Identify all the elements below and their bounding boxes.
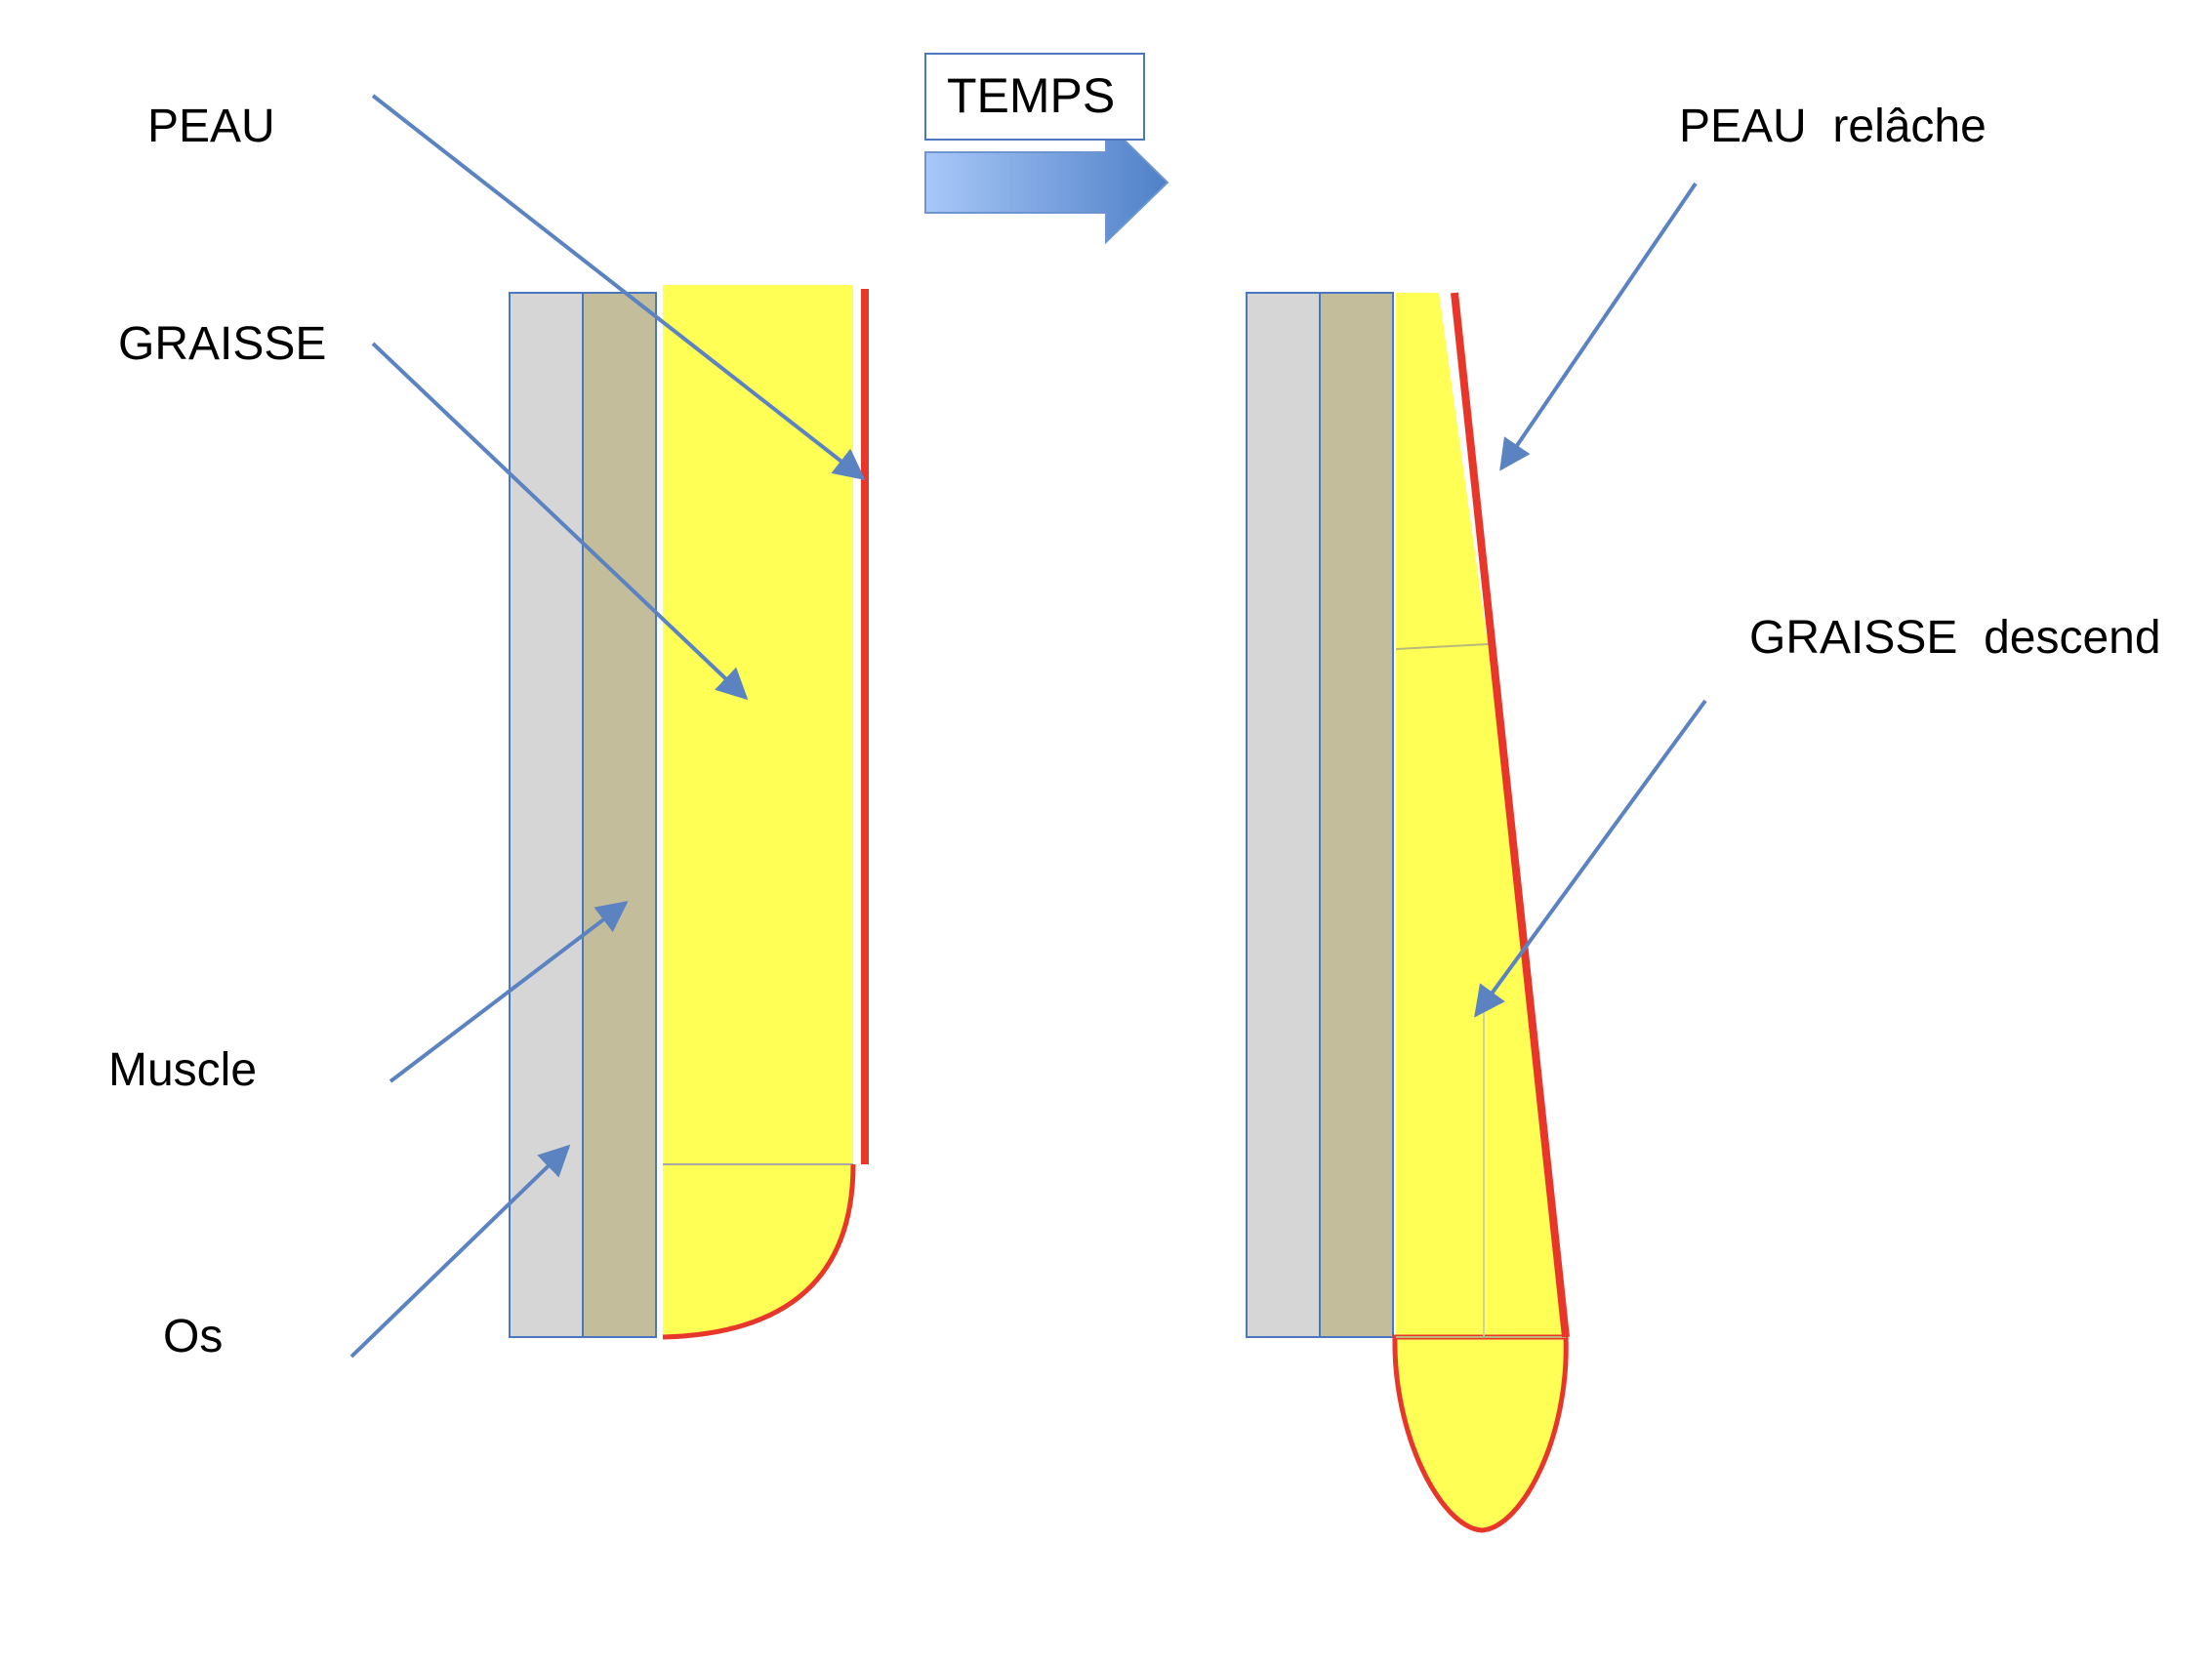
temps-arrow-icon (924, 119, 1169, 245)
muscle-layer-initial (582, 292, 657, 1338)
fat-lower-later (1396, 644, 1566, 1337)
fat-drop-later (1392, 1334, 1569, 1533)
fat-lower-lobe-initial (663, 1164, 853, 1337)
arrow-muscle (389, 901, 629, 1083)
label-graisse: GRAISSE (118, 318, 326, 370)
temps-box (924, 53, 1145, 141)
fat-upper-later (1396, 293, 1488, 649)
skin-curve-initial (662, 1163, 856, 1340)
temps-label: TEMPS (947, 68, 1115, 123)
arrow-peau (371, 94, 866, 480)
arrow-peau-relache (1499, 182, 1698, 471)
muscle-layer-later (1319, 292, 1394, 1338)
labels: PEAU GRAISSE Muscle Os PEAU relâche GRAI… (108, 101, 2161, 1362)
label-peau-relache: PEAU relâche (1679, 101, 1987, 152)
initial-state-layers (509, 285, 869, 1340)
label-os: Os (163, 1311, 223, 1362)
temps-indicator: TEMPS (924, 53, 1169, 245)
label-peau: PEAU (147, 101, 275, 152)
bone-layer-initial (509, 292, 584, 1338)
arrow-os (349, 1144, 571, 1359)
arrow-graisse-descend (1474, 699, 1707, 1018)
skin-line-later (1451, 292, 1570, 1338)
annotation-arrows (349, 94, 1707, 1359)
later-state-layers (1246, 292, 1570, 1533)
label-graisse-descend: GRAISSE descend (1749, 612, 2161, 664)
arrow-graisse (371, 342, 749, 701)
label-muscle: Muscle (108, 1044, 257, 1096)
bone-layer-later (1246, 292, 1321, 1338)
fat-division-later-h (1395, 643, 1491, 650)
fat-layer-initial (663, 285, 853, 1163)
